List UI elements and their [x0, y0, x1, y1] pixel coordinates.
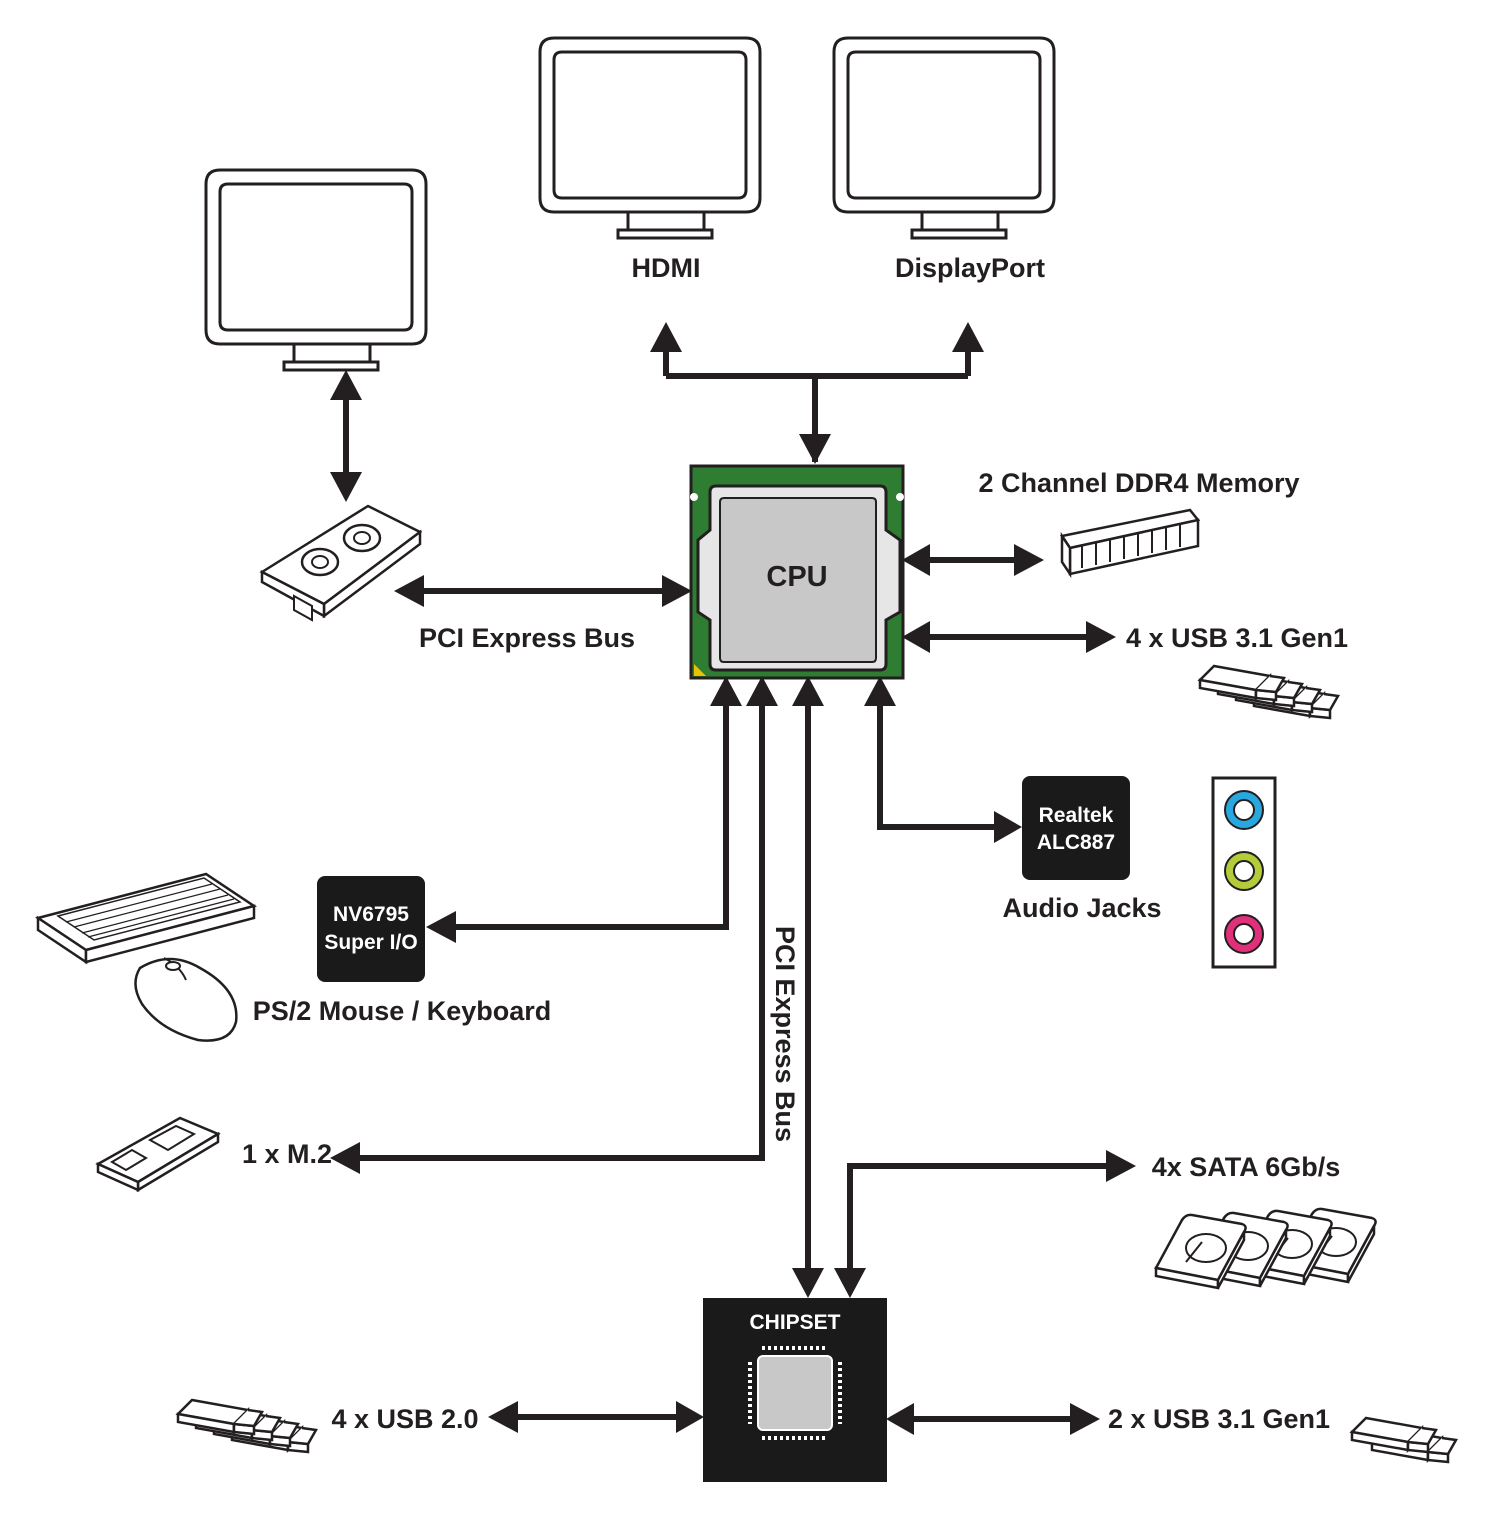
m2-label: 1 x M.2	[242, 1139, 332, 1169]
usb20-label: 4 x USB 2.0	[331, 1404, 478, 1434]
gpu-monitor-connector	[330, 370, 362, 502]
audio-chip-model: ALC887	[1037, 831, 1115, 854]
monitor-displayport	[832, 36, 1056, 240]
usb-stick-usb20-icon	[176, 1398, 318, 1454]
superio-connector	[426, 676, 742, 943]
superio-chip	[317, 876, 425, 982]
pcie-chipset-connector	[792, 676, 824, 1298]
audio-jacks-panel	[1211, 776, 1277, 969]
m2-ssd-icon	[95, 1116, 221, 1193]
m2-connector	[330, 676, 778, 1174]
usb31-chipset-label: 2 x USB 3.1 Gen1	[1108, 1404, 1330, 1434]
audio-chip-name: Realtek	[1039, 804, 1114, 827]
memory-label: 2 Channel DDR4 Memory	[978, 468, 1299, 498]
pcie-gpu-connector	[394, 575, 692, 607]
usb31-cpu-label: 4 x USB 3.1 Gen1	[1126, 623, 1348, 653]
graphics-card-icon	[259, 504, 423, 622]
pcie-bus-horizontal-label: PCI Express Bus	[419, 623, 635, 653]
memory-connector	[902, 544, 1044, 576]
superio-chip-type: Super I/O	[324, 931, 417, 954]
displayport-label: DisplayPort	[895, 253, 1045, 283]
hdd-icon	[1154, 1207, 1377, 1290]
keyboard-icon	[34, 872, 258, 965]
mouse-icon	[134, 957, 238, 1042]
sata-label: 4x SATA 6Gb/s	[1152, 1152, 1341, 1182]
usb-stick-cpu-icon	[1198, 664, 1340, 720]
superio-chip-name: NV6795	[333, 903, 409, 926]
audio-jacks-label: Audio Jacks	[1002, 893, 1161, 923]
cpu-chip	[689, 464, 905, 680]
monitor-hdmi	[538, 36, 762, 240]
chipset-chip	[703, 1298, 887, 1482]
hdmi-label: HDMI	[632, 253, 701, 283]
usb31-cpu-connector	[902, 621, 1116, 653]
sata-connector	[834, 1150, 1136, 1298]
audio-connector	[864, 676, 1022, 843]
usb-stick-chipset-icon	[1350, 1416, 1458, 1464]
monitor-graphics-card	[204, 168, 428, 372]
memory-module-icon	[1059, 508, 1201, 579]
pcie-bus-vertical-label: PCI Express Bus	[770, 926, 800, 1142]
usb31-chipset-connector	[886, 1403, 1100, 1435]
display-output-connector	[650, 322, 984, 464]
usb20-connector	[488, 1401, 704, 1433]
chipset-label: CHIPSET	[749, 1311, 840, 1334]
cpu-label: CPU	[766, 561, 827, 593]
audio-codec-chip	[1022, 776, 1130, 880]
ps2-label: PS/2 Mouse / Keyboard	[253, 996, 552, 1026]
